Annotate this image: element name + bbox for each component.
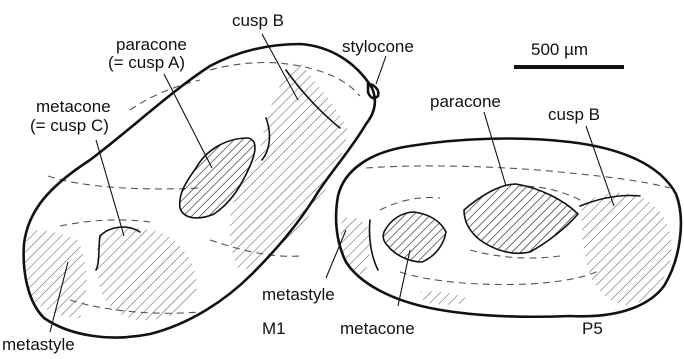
p5-tooth: [336, 139, 681, 317]
p5-ridge: [369, 220, 378, 270]
leader-stylocone: [376, 56, 386, 84]
m1-metacone-facet: [97, 227, 197, 320]
label-metacone-m1: metacone: [36, 97, 111, 116]
m1-dashed-ridge: [60, 220, 150, 226]
p5-metacone-facet: [383, 212, 446, 262]
scale-bar-label: 500 µm: [531, 40, 588, 59]
p5-metastyle-facet: [341, 217, 370, 274]
label-cusp-b-m1: cusp B: [232, 11, 284, 30]
leader-paracone-p5: [484, 112, 506, 186]
p5-dashed-ridge: [400, 270, 600, 285]
leader-cusp-b-p5: [586, 126, 614, 206]
label-metastyle-m1: metastyle: [2, 335, 75, 354]
label-paracone-m1-alias: (= cusp A): [108, 53, 185, 72]
label-paracone-m1: paracone: [116, 35, 187, 54]
label-paracone-p5: paracone: [430, 92, 501, 111]
p5-lower-facet: [420, 291, 470, 304]
label-tooth-p5: P5: [582, 319, 603, 338]
label-metacone-p5: metacone: [340, 319, 415, 338]
label-tooth-m1: M1: [262, 319, 286, 338]
label-metacone-m1-alias: (= cusp C): [30, 116, 109, 135]
p5-cuspb-facet: [581, 193, 671, 306]
m1-dashed-ridge: [130, 80, 200, 110]
scale-bar: 500 µm: [514, 40, 624, 67]
p5-paracone-facet: [464, 184, 578, 253]
label-cusp-b-p5: cusp B: [548, 105, 600, 124]
label-metastyle-p5: metastyle: [262, 285, 335, 304]
p5-dashed-ridge: [380, 198, 440, 211]
leader-paracone-m1: [164, 74, 212, 168]
label-stylocone: stylocone: [342, 37, 414, 56]
m1-dashed-ridge: [48, 176, 200, 189]
